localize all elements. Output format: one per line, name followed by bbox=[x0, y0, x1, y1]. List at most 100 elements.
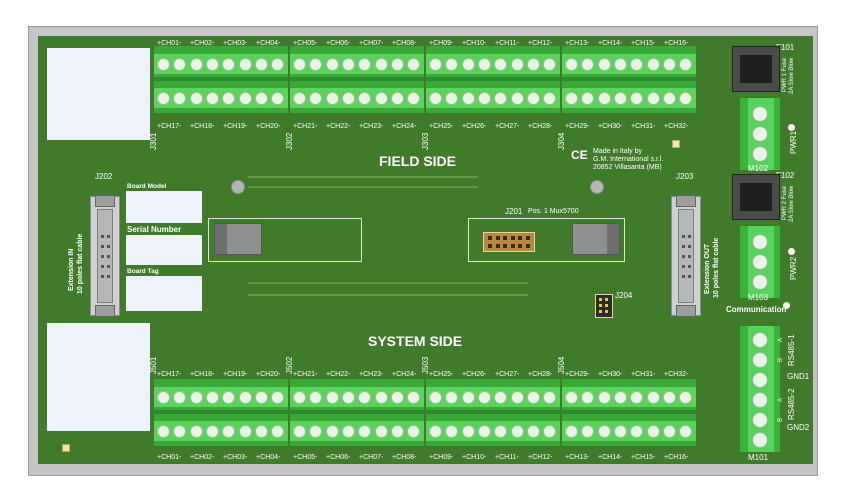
j201-connector[interactable] bbox=[483, 232, 535, 252]
terminal-screw[interactable] bbox=[543, 92, 557, 105]
terminal-screw[interactable] bbox=[526, 92, 540, 105]
terminal-screw[interactable] bbox=[526, 391, 540, 404]
terminal-block[interactable] bbox=[290, 46, 424, 113]
terminal-screw[interactable] bbox=[189, 58, 203, 71]
terminal-screw[interactable] bbox=[429, 58, 442, 71]
terminal-screw[interactable] bbox=[510, 58, 524, 71]
terminal-block[interactable] bbox=[154, 46, 288, 113]
terminal-screw[interactable] bbox=[325, 425, 339, 438]
terminal-screw[interactable] bbox=[613, 425, 627, 438]
terminal-screw[interactable] bbox=[581, 391, 595, 404]
terminal-screw[interactable] bbox=[597, 58, 611, 71]
fuse-f102[interactable] bbox=[732, 174, 780, 220]
terminal-screw[interactable] bbox=[646, 92, 660, 105]
terminal-screw[interactable] bbox=[309, 58, 323, 71]
terminal-screw[interactable] bbox=[205, 92, 219, 105]
terminal-screw[interactable] bbox=[293, 58, 306, 71]
terminal-screw[interactable] bbox=[271, 92, 285, 105]
terminal-screw[interactable] bbox=[157, 425, 170, 438]
terminal-screw[interactable] bbox=[581, 92, 595, 105]
terminal-screw[interactable] bbox=[565, 92, 578, 105]
terminal-screw[interactable] bbox=[445, 58, 459, 71]
terminal-screw[interactable] bbox=[679, 58, 693, 71]
terminal-screw[interactable] bbox=[581, 425, 595, 438]
terminal-block[interactable] bbox=[562, 379, 696, 446]
terminal-screw[interactable] bbox=[429, 92, 442, 105]
terminal-screw[interactable] bbox=[293, 425, 306, 438]
j204-jumper[interactable] bbox=[595, 294, 613, 318]
terminal-screw[interactable] bbox=[679, 92, 693, 105]
terminal-screw[interactable] bbox=[173, 92, 187, 105]
j203-connector[interactable] bbox=[671, 195, 701, 317]
j202-connector[interactable] bbox=[90, 195, 120, 317]
terminal-screw[interactable] bbox=[390, 58, 404, 71]
terminal-screw[interactable] bbox=[597, 391, 611, 404]
terminal-screw[interactable] bbox=[173, 425, 187, 438]
m101-connector[interactable] bbox=[740, 326, 780, 452]
terminal-screw[interactable] bbox=[157, 58, 170, 71]
terminal-screw[interactable] bbox=[477, 425, 491, 438]
terminal-screw[interactable] bbox=[646, 391, 660, 404]
terminal-screw[interactable] bbox=[157, 391, 170, 404]
terminal-screw[interactable] bbox=[630, 92, 644, 105]
terminal-screw[interactable] bbox=[461, 425, 475, 438]
terminal-screw[interactable] bbox=[293, 391, 306, 404]
terminal-screw[interactable] bbox=[205, 425, 219, 438]
terminal-screw[interactable] bbox=[309, 425, 323, 438]
terminal-screw[interactable] bbox=[646, 58, 660, 71]
terminal-screw[interactable] bbox=[543, 58, 557, 71]
terminal-screw[interactable] bbox=[445, 425, 459, 438]
terminal-screw[interactable] bbox=[494, 391, 508, 404]
terminal-screw[interactable] bbox=[679, 425, 693, 438]
terminal-screw[interactable] bbox=[630, 391, 644, 404]
terminal-screw[interactable] bbox=[565, 391, 578, 404]
terminal-screw[interactable] bbox=[461, 391, 475, 404]
terminal-screw[interactable] bbox=[238, 391, 252, 404]
terminal-screw[interactable] bbox=[205, 391, 219, 404]
terminal-screw[interactable] bbox=[189, 391, 203, 404]
terminal-screw[interactable] bbox=[254, 92, 268, 105]
terminal-screw[interactable] bbox=[309, 391, 323, 404]
terminal-screw[interactable] bbox=[407, 425, 421, 438]
terminal-screw[interactable] bbox=[429, 425, 442, 438]
terminal-screw[interactable] bbox=[630, 425, 644, 438]
terminal-screw[interactable] bbox=[526, 425, 540, 438]
terminal-screw[interactable] bbox=[461, 92, 475, 105]
terminal-screw[interactable] bbox=[679, 391, 693, 404]
terminal-screw[interactable] bbox=[477, 58, 491, 71]
terminal-screw[interactable] bbox=[565, 58, 578, 71]
pwr2-connector[interactable] bbox=[740, 226, 780, 298]
terminal-screw[interactable] bbox=[581, 58, 595, 71]
pwr1-connector[interactable] bbox=[740, 98, 780, 170]
terminal-screw[interactable] bbox=[646, 425, 660, 438]
terminal-screw[interactable] bbox=[341, 391, 355, 404]
terminal-screw[interactable] bbox=[662, 425, 676, 438]
terminal-screw[interactable] bbox=[254, 58, 268, 71]
terminal-screw[interactable] bbox=[445, 92, 459, 105]
terminal-screw[interactable] bbox=[271, 425, 285, 438]
terminal-screw[interactable] bbox=[445, 391, 459, 404]
terminal-screw[interactable] bbox=[173, 391, 187, 404]
terminal-screw[interactable] bbox=[613, 92, 627, 105]
terminal-screw[interactable] bbox=[341, 92, 355, 105]
terminal-block[interactable] bbox=[562, 46, 696, 113]
terminal-screw[interactable] bbox=[358, 425, 372, 438]
terminal-screw[interactable] bbox=[189, 92, 203, 105]
terminal-screw[interactable] bbox=[222, 425, 236, 438]
terminal-screw[interactable] bbox=[565, 425, 578, 438]
terminal-screw[interactable] bbox=[341, 58, 355, 71]
terminal-screw[interactable] bbox=[238, 58, 252, 71]
terminal-screw[interactable] bbox=[429, 391, 442, 404]
terminal-screw[interactable] bbox=[374, 92, 388, 105]
terminal-screw[interactable] bbox=[461, 58, 475, 71]
terminal-screw[interactable] bbox=[254, 391, 268, 404]
terminal-screw[interactable] bbox=[613, 391, 627, 404]
terminal-screw[interactable] bbox=[477, 391, 491, 404]
terminal-block[interactable] bbox=[154, 379, 288, 446]
terminal-screw[interactable] bbox=[494, 425, 508, 438]
terminal-screw[interactable] bbox=[543, 425, 557, 438]
terminal-screw[interactable] bbox=[390, 92, 404, 105]
terminal-screw[interactable] bbox=[407, 58, 421, 71]
terminal-screw[interactable] bbox=[662, 92, 676, 105]
terminal-screw[interactable] bbox=[613, 58, 627, 71]
